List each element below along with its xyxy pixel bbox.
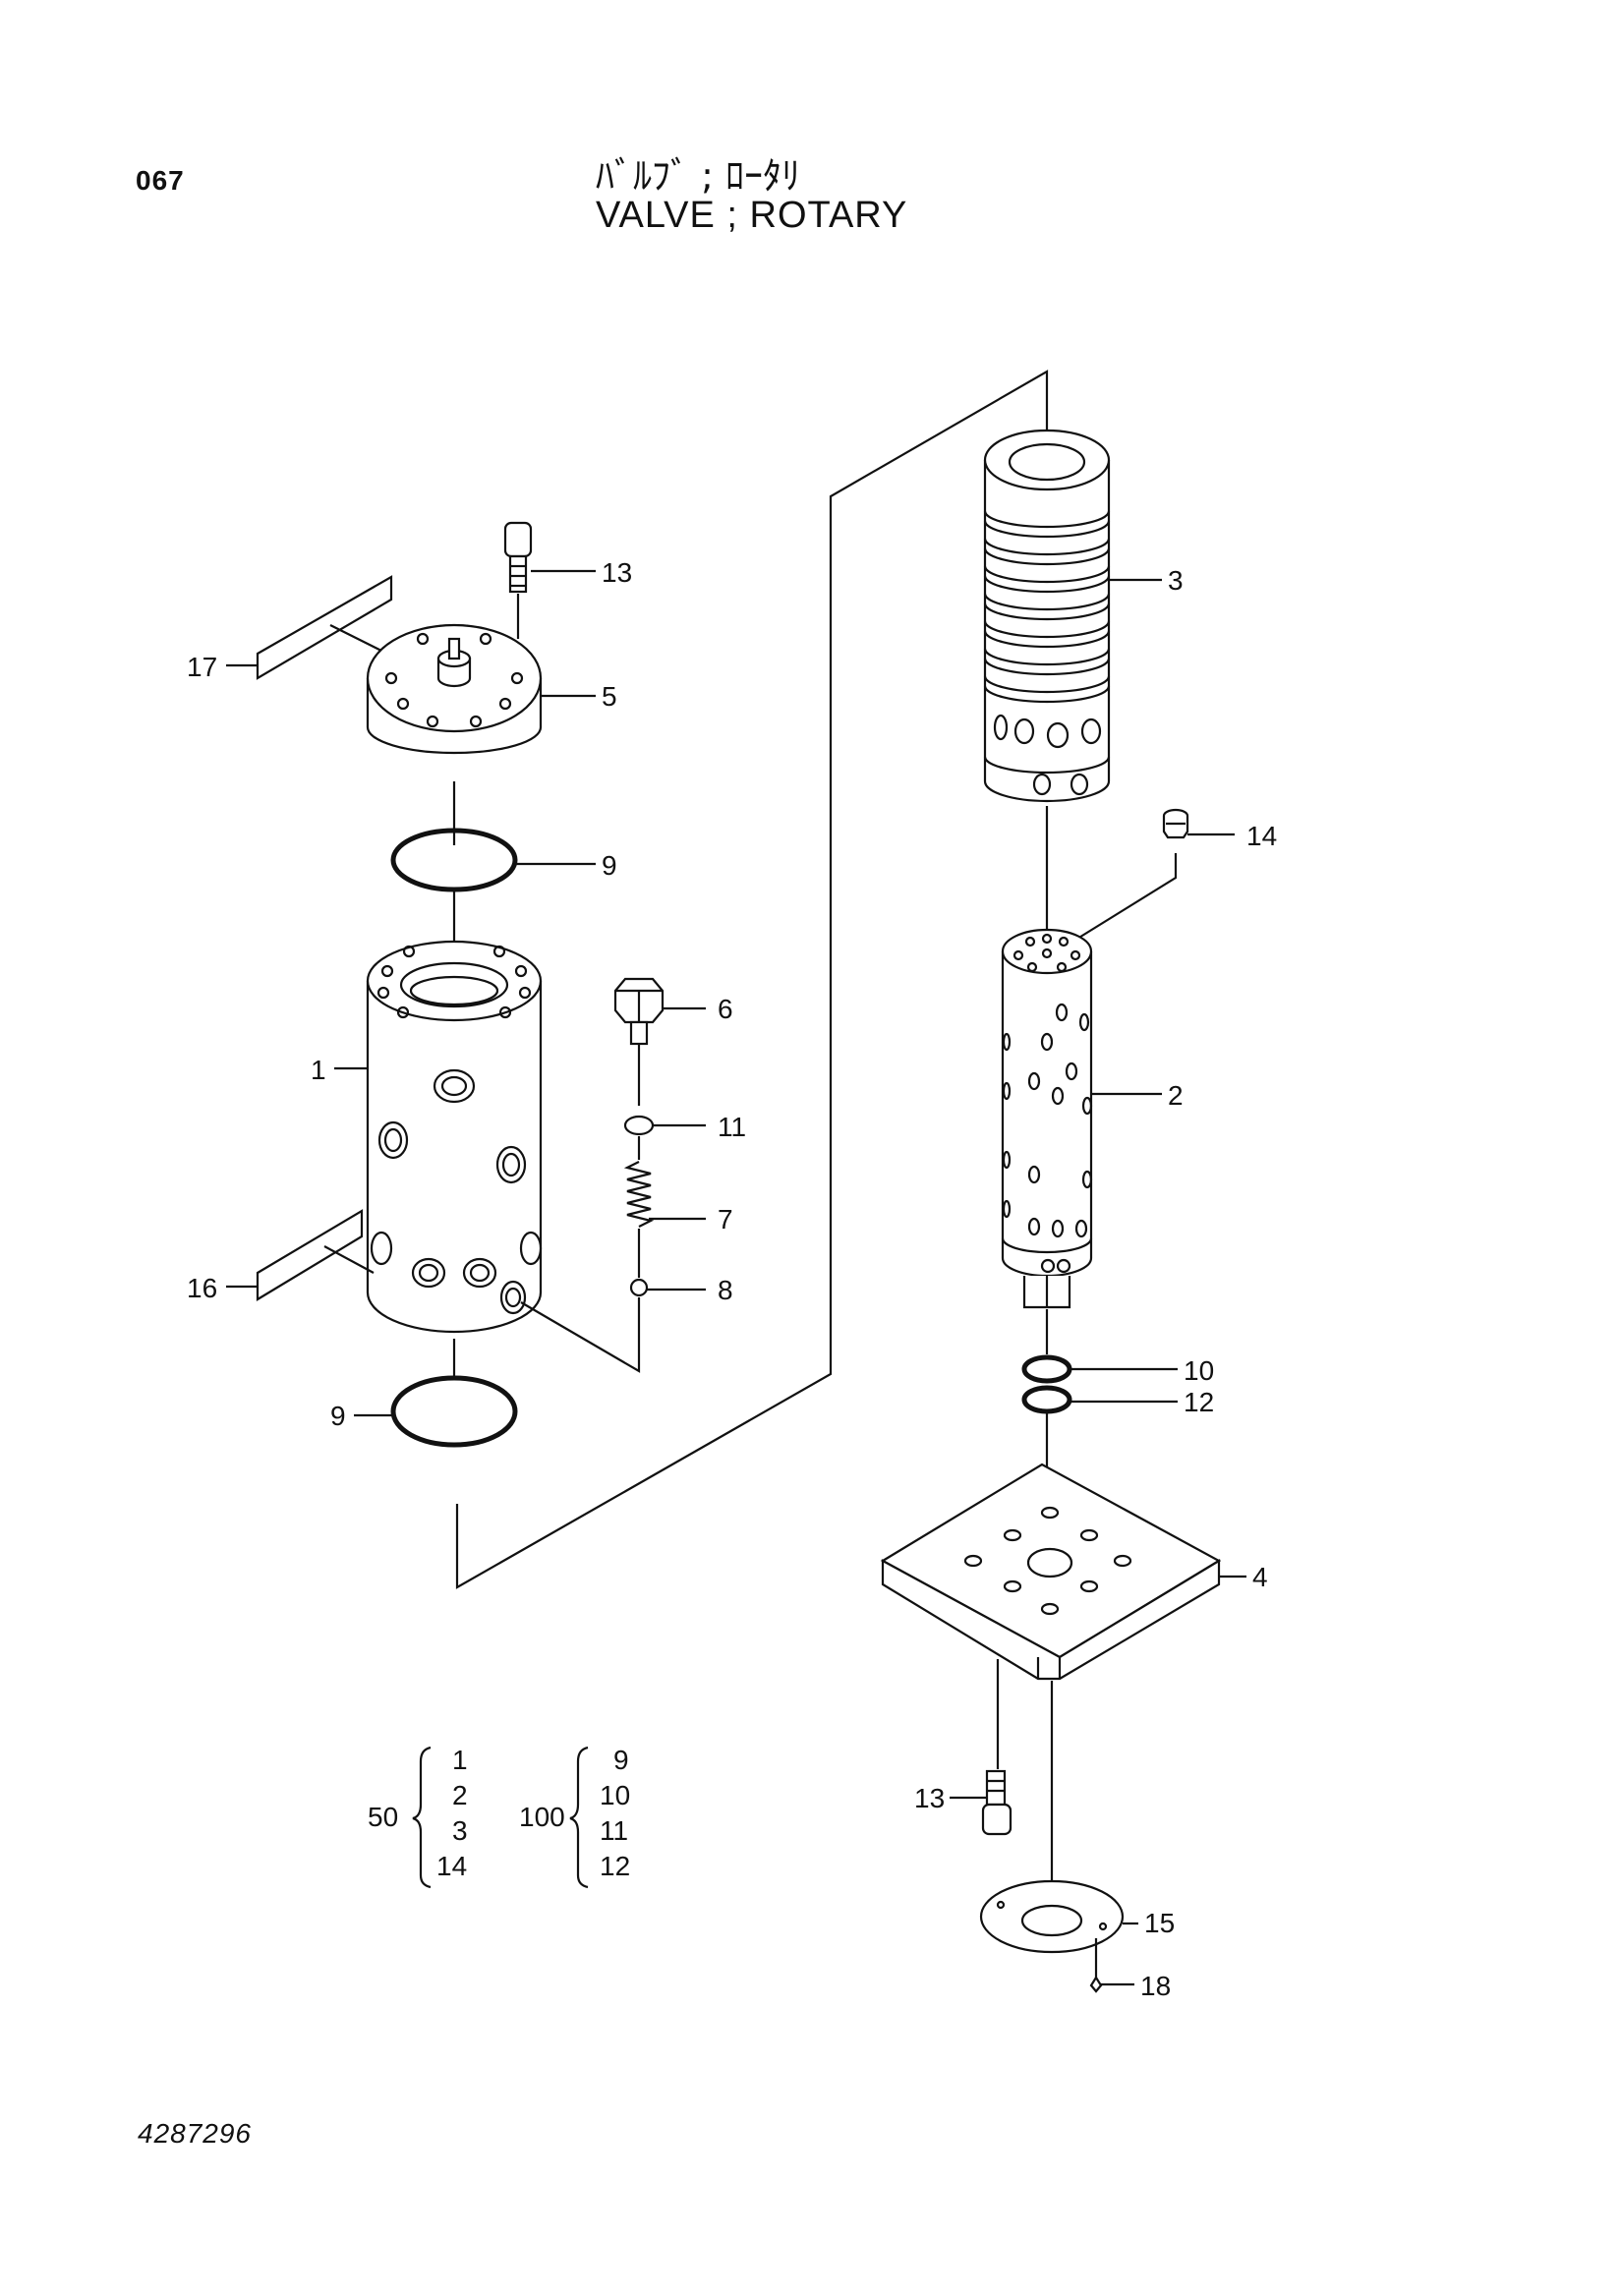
part-6-plug	[613, 977, 665, 1046]
callout-11: 11	[718, 1112, 746, 1142]
callout-13-top: 13	[602, 557, 632, 588]
part-4-base-plate	[880, 1463, 1222, 1681]
title-japanese: ﾊﾞﾙﾌﾞ ; ﾛｰﾀﾘ	[596, 154, 800, 198]
kit-50-number: 50	[368, 1802, 398, 1832]
callout-14: 14	[1246, 821, 1277, 851]
kit-100-part-1: 9	[613, 1745, 629, 1775]
callout-9-top: 9	[602, 850, 617, 881]
part-11-o-ring	[623, 1115, 655, 1136]
part-18-rivet	[1089, 1975, 1103, 1993]
callout-1: 1	[311, 1055, 326, 1085]
callout-10: 10	[1184, 1355, 1214, 1386]
part-10-o-ring	[1021, 1354, 1072, 1384]
callout-7: 7	[718, 1204, 733, 1234]
part-7-spring	[623, 1161, 655, 1228]
part-13-bolt-bottom	[981, 1769, 1012, 1836]
callout-2: 2	[1168, 1080, 1184, 1111]
part-9-o-ring-lower	[390, 1375, 518, 1448]
part-2-rotor	[1001, 928, 1093, 1309]
part-12-backup-ring	[1021, 1385, 1072, 1414]
kit-50-part-2: 2	[452, 1780, 468, 1810]
part-16-name-plate	[256, 1209, 375, 1301]
kit-100-part-4: 12	[600, 1851, 630, 1881]
part-14-plug	[1162, 808, 1189, 839]
callout-15: 15	[1144, 1908, 1175, 1938]
callout-6: 6	[718, 994, 733, 1024]
kit-50-part-4: 14	[436, 1851, 467, 1881]
callout-5: 5	[602, 681, 617, 712]
kit-50-part-1: 1	[452, 1745, 468, 1775]
callout-17: 17	[187, 652, 217, 682]
kit-50-part-3: 3	[452, 1815, 468, 1846]
part-8-ball	[629, 1278, 649, 1297]
part-13-bolt-top	[503, 521, 533, 594]
callout-8: 8	[718, 1275, 733, 1305]
kit-100-part-2: 10	[600, 1780, 630, 1810]
callout-4: 4	[1252, 1562, 1268, 1592]
title-english: VALVE ; ROTARY	[596, 195, 908, 236]
callout-18: 18	[1140, 1971, 1171, 2001]
callout-3: 3	[1168, 565, 1184, 596]
kit-100-part-3: 11	[600, 1815, 628, 1846]
callout-16: 16	[187, 1273, 217, 1303]
page-number: 067	[136, 165, 185, 196]
callout-12: 12	[1184, 1387, 1214, 1417]
callout-13-bottom: 13	[914, 1783, 945, 1813]
part-5-cover	[366, 623, 543, 755]
callout-9-bottom: 9	[330, 1401, 346, 1431]
assembly-route-line	[455, 370, 1049, 1589]
kit-100-number: 100	[519, 1802, 565, 1832]
part-1-valve-body	[366, 940, 543, 1334]
kit-table: 50 1 2 3 14 100 9 10 11 12	[368, 1745, 630, 1889]
part-3-spool	[983, 429, 1111, 803]
drawing-number: 4287296	[138, 2118, 253, 2149]
part-15-gasket	[979, 1879, 1125, 1954]
